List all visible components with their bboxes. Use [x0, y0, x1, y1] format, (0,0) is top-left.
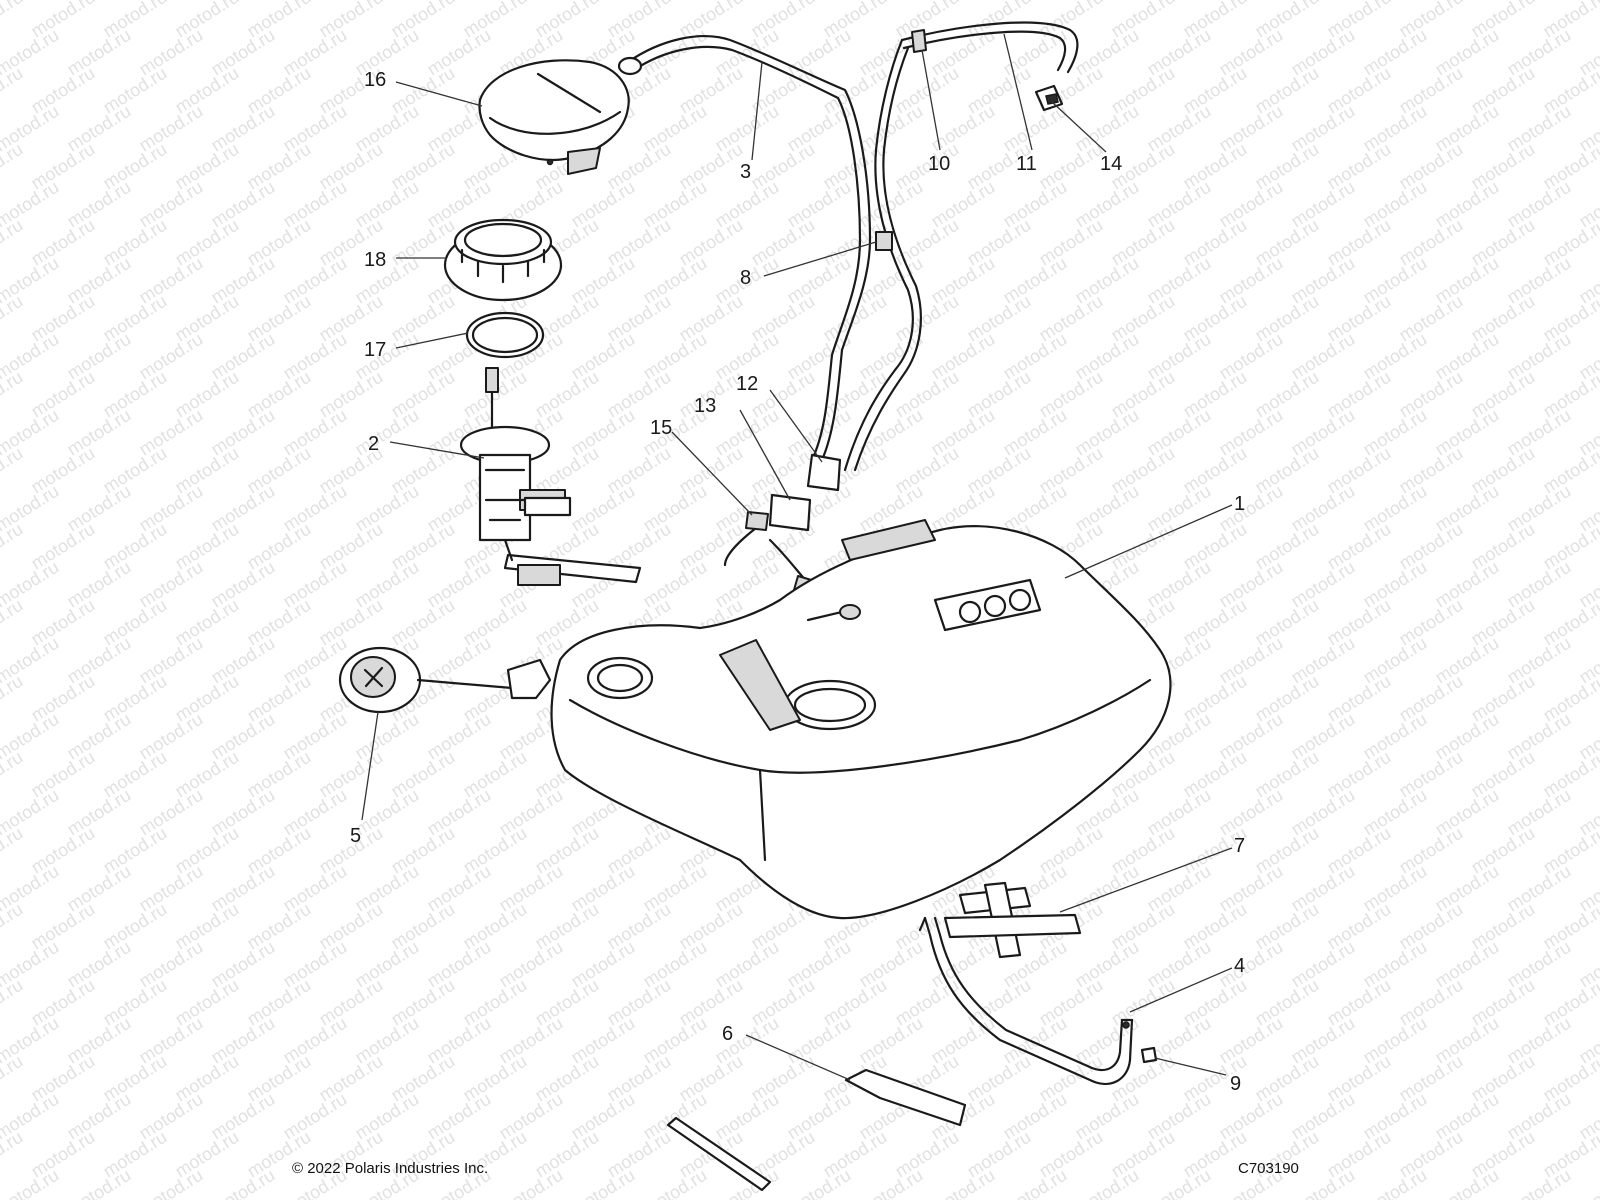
watermark-text: motod.ru: [0, 747, 26, 802]
watermark-text: motod.ru: [1576, 1165, 1600, 1200]
watermark-text: motod.ru: [1504, 1165, 1575, 1200]
watermark-text: motod.ru: [1072, 1165, 1143, 1200]
bolt-part-9: [1140, 1046, 1158, 1064]
watermark-text: motod.ru: [0, 367, 26, 422]
watermark-text: motod.ru: [0, 975, 26, 1030]
watermark-text: motod.ru: [1000, 1165, 1071, 1200]
callout-4: 4: [1234, 955, 1245, 977]
callout-8: 8: [740, 267, 751, 289]
watermark-text: motod.ru: [0, 1127, 26, 1182]
watermark-text: motod.ru: [0, 595, 26, 650]
callout-1: 1: [1234, 493, 1245, 515]
drawing-number: C703190: [1238, 1160, 1299, 1177]
watermark-text: motod.ru: [0, 519, 26, 574]
leader-lines: [361, 33, 1233, 1081]
lock-ring-part-18: [443, 218, 563, 302]
watermark-text: motod.ru: [136, 1165, 207, 1200]
watermark-text: motod.ru: [0, 215, 26, 270]
callout-2: 2: [368, 433, 379, 455]
watermark-text: motod.ru: [1432, 1165, 1503, 1200]
watermark-text: motod.ru: [0, 899, 26, 954]
watermark-text: motod.ru: [568, 1165, 639, 1200]
callout-labels: 1 2 3 4 5 6 7 8 9 10 11 12 13 14 15 16 1…: [350, 69, 1245, 1095]
watermark-text: motod.ru: [1144, 1165, 1215, 1200]
watermark-text: motod.ru: [0, 1051, 26, 1106]
callout-7: 7: [1234, 835, 1245, 857]
watermark-text: motod.ru: [784, 1165, 855, 1200]
callout-6: 6: [722, 1023, 733, 1045]
copyright-notice: © 2022 Polaris Industries Inc.: [292, 1160, 489, 1177]
callout-16: 16: [364, 69, 386, 91]
callout-11: 11: [1016, 153, 1037, 175]
callout-14: 14: [1100, 153, 1122, 175]
callout-15: 15: [650, 417, 672, 439]
foam-strip-part-6: [666, 1068, 967, 1192]
watermark-text: motod.ru: [0, 0, 26, 41]
check-valve-part-14: [1034, 84, 1064, 112]
callout-13: 13: [694, 395, 716, 417]
clamp-part-8: [875, 231, 893, 251]
callout-5: 5: [350, 825, 361, 847]
callout-17: 17: [364, 339, 386, 361]
watermark-text: motod.ru: [64, 1165, 135, 1200]
watermark-text: motod.ru: [640, 1165, 711, 1200]
watermark-text: motod.ru: [1360, 1165, 1431, 1200]
pump-cover-part-16: [478, 59, 630, 175]
watermark-text: motod.ru: [208, 1165, 279, 1200]
watermark-text: motod.ru: [856, 1165, 927, 1200]
watermark-text: motod.ru: [1576, 0, 1600, 3]
vent-hose-part-3: [617, 35, 872, 462]
callout-3: 3: [740, 161, 751, 183]
tank-pad-part-7: [943, 881, 1082, 959]
watermark-text: motod.ru: [0, 139, 26, 194]
watermark-text: motod.ru: [0, 291, 26, 346]
fuel-pump-assembly-part-2: [459, 367, 642, 586]
watermark-text: motod.ru: [928, 1165, 999, 1200]
hose-junction-parts-12-13-15: [723, 453, 842, 597]
callout-12: 12: [736, 373, 758, 395]
callout-9: 9: [1230, 1073, 1241, 1095]
watermark-text: motod.ru: [496, 1165, 567, 1200]
vent-hose-part-11: [843, 21, 1079, 472]
callout-10: 10: [928, 153, 950, 175]
watermark-text: motod.ru: [0, 63, 26, 118]
fuel-tank-part-1: [550, 519, 1172, 920]
watermark-text: motod.ru: [0, 823, 26, 878]
watermark-text: motod.ru: [0, 443, 26, 498]
callout-18: 18: [364, 249, 386, 271]
hold-down-strap-part-4: [918, 916, 1134, 1086]
o-ring-part-17: [465, 311, 545, 359]
fuel-cap-part-5: [338, 646, 552, 714]
clamp-part-10: [911, 29, 927, 53]
watermark-text: motod.ru: [0, 671, 26, 726]
